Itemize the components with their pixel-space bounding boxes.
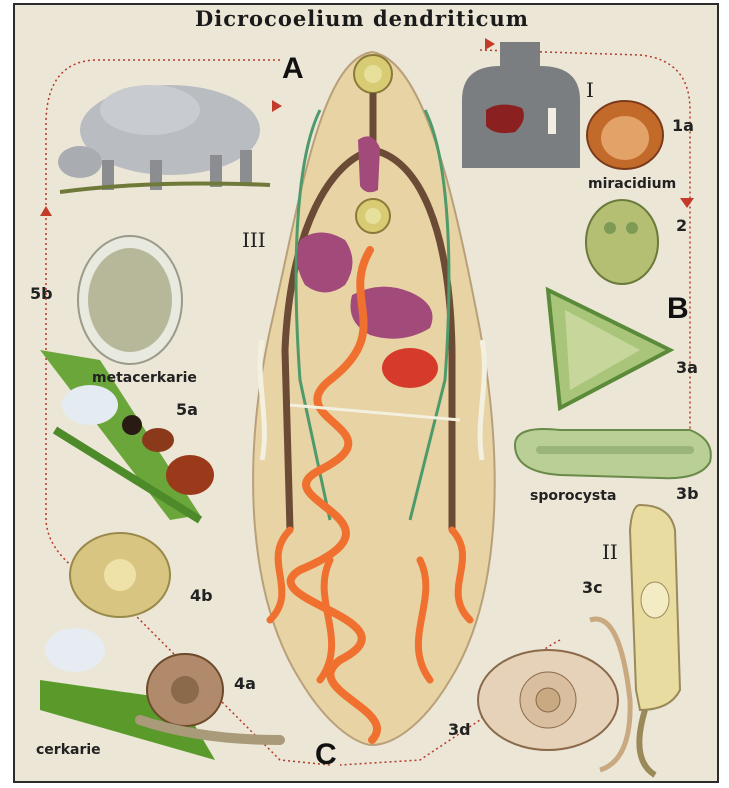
section-label-a: A xyxy=(282,52,304,86)
section-label-b: B xyxy=(667,292,689,326)
sporocyst-larva-illustration xyxy=(515,429,711,478)
stage-label-2: 2 xyxy=(676,216,687,235)
stage-label-3d: 3d xyxy=(448,720,471,739)
section-label-c: C xyxy=(315,738,337,772)
name-label-metacercarie: metacerkarie xyxy=(92,370,197,386)
roman-label-iii: III xyxy=(242,228,266,252)
stage-label-3a: 3a xyxy=(676,358,698,377)
roman-label-i: I xyxy=(586,78,594,102)
stage-label-5b: 5b xyxy=(30,284,53,303)
miracidium-egg-illustration xyxy=(587,101,663,169)
stage-label-3c: 3c xyxy=(582,578,603,597)
stage-label-4b: 4b xyxy=(190,586,213,605)
miracidium-larva-illustration xyxy=(586,200,658,284)
name-label-miracidium: miracidium xyxy=(588,176,676,192)
name-label-sporocysta: sporocysta xyxy=(530,488,616,504)
poster-title: Dicrocoelium dendriticum xyxy=(195,6,529,31)
stage-label-5a: 5a xyxy=(176,400,198,419)
snail-shell-illustration xyxy=(478,650,618,750)
stage-label-4a: 4a xyxy=(234,674,256,693)
roman-label-ii: II xyxy=(602,540,618,564)
metacercaria-cyst-illustration xyxy=(78,236,182,364)
stage-label-1a: 1a xyxy=(672,116,694,135)
stage-label-3b: 3b xyxy=(676,484,699,503)
slime-ball-illustration xyxy=(70,533,170,617)
name-label-cercarie: cerkarie xyxy=(36,742,101,758)
